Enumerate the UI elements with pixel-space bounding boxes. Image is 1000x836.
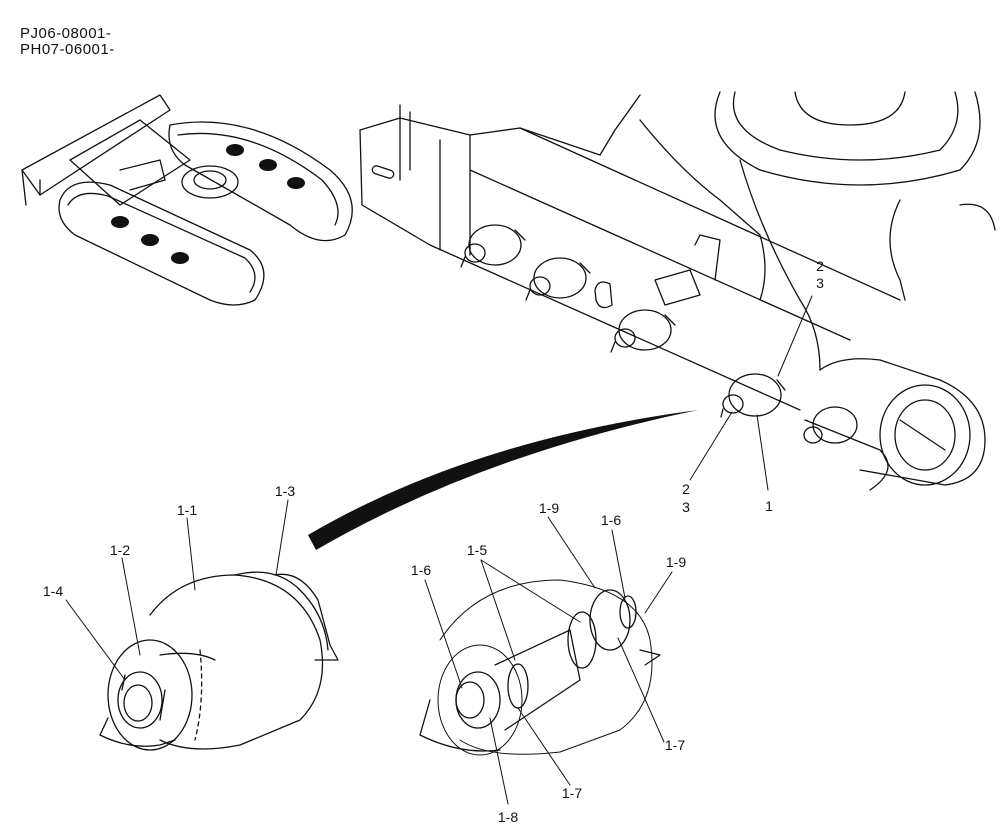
callout-3-bottom: 3 bbox=[682, 499, 690, 515]
detail-leaders bbox=[65, 499, 673, 805]
callout-1-6-right: 1-6 bbox=[600, 512, 622, 528]
frame-rollers bbox=[460, 224, 858, 444]
callout-1-9-right: 1-9 bbox=[665, 554, 687, 570]
serial-range-2: PH07-06001- bbox=[20, 41, 115, 58]
callout-1-6-left: 1-6 bbox=[410, 562, 432, 578]
callout-1-3: 1-3 bbox=[274, 483, 296, 499]
undercarriage-overview bbox=[21, 94, 353, 306]
callout-1-5: 1-5 bbox=[466, 542, 488, 558]
callout-3-top: 3 bbox=[816, 275, 824, 291]
track-frame bbox=[359, 91, 996, 491]
callout-2-top: 2 bbox=[816, 258, 824, 274]
callout-1-4: 1-4 bbox=[42, 583, 64, 599]
callout-1-8: 1-8 bbox=[497, 809, 519, 825]
detail-arrow bbox=[308, 410, 698, 550]
callout-1-1: 1-1 bbox=[176, 502, 198, 518]
roller-exploded-detail bbox=[419, 579, 661, 756]
callout-1-2: 1-2 bbox=[109, 542, 131, 558]
callout-1-7-right: 1-7 bbox=[664, 737, 686, 753]
serial-range-1: PJ06-08001- bbox=[20, 25, 112, 42]
callout-2-bottom: 2 bbox=[682, 481, 690, 497]
callout-1-9-left: 1-9 bbox=[538, 500, 560, 516]
callout-1-7-bottom: 1-7 bbox=[561, 785, 583, 801]
roller-assembly-detail bbox=[99, 571, 339, 751]
callout-1: 1 bbox=[765, 498, 773, 514]
